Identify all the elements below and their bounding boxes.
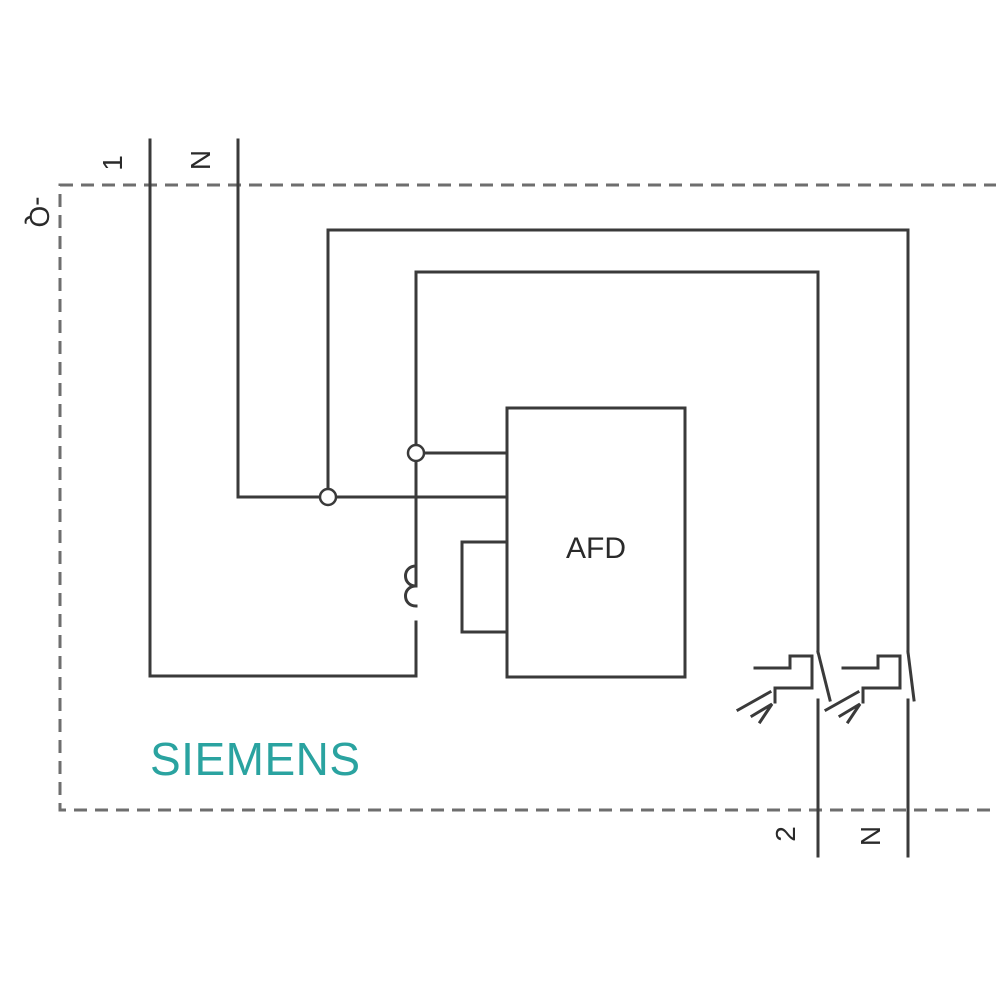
afd-module bbox=[505, 406, 687, 679]
device-enclosure bbox=[58, 183, 996, 812]
junction-node-line bbox=[406, 443, 426, 463]
afd-label: AFD bbox=[566, 532, 626, 565]
siemens-logo: SIEMENS bbox=[150, 733, 361, 785]
terminal-n-top-label: N bbox=[185, 150, 216, 170]
neutral-conductor-in bbox=[236, 138, 507, 499]
terminal-1-label: 1 bbox=[97, 155, 128, 171]
line-loop bbox=[414, 270, 820, 654]
sensor-coil bbox=[404, 564, 418, 608]
breaker-pole-line bbox=[735, 650, 832, 858]
device-label: -Q bbox=[24, 196, 55, 227]
terminal-2-label: 2 bbox=[770, 826, 801, 842]
terminal-n-bottom-label: N bbox=[855, 826, 886, 846]
junction-node-neutral bbox=[318, 487, 338, 507]
sensor-coil-leads bbox=[460, 540, 507, 634]
neutral-loop bbox=[326, 228, 910, 654]
line-conductor-in bbox=[148, 138, 418, 678]
breaker-pole-neutral bbox=[823, 650, 916, 858]
